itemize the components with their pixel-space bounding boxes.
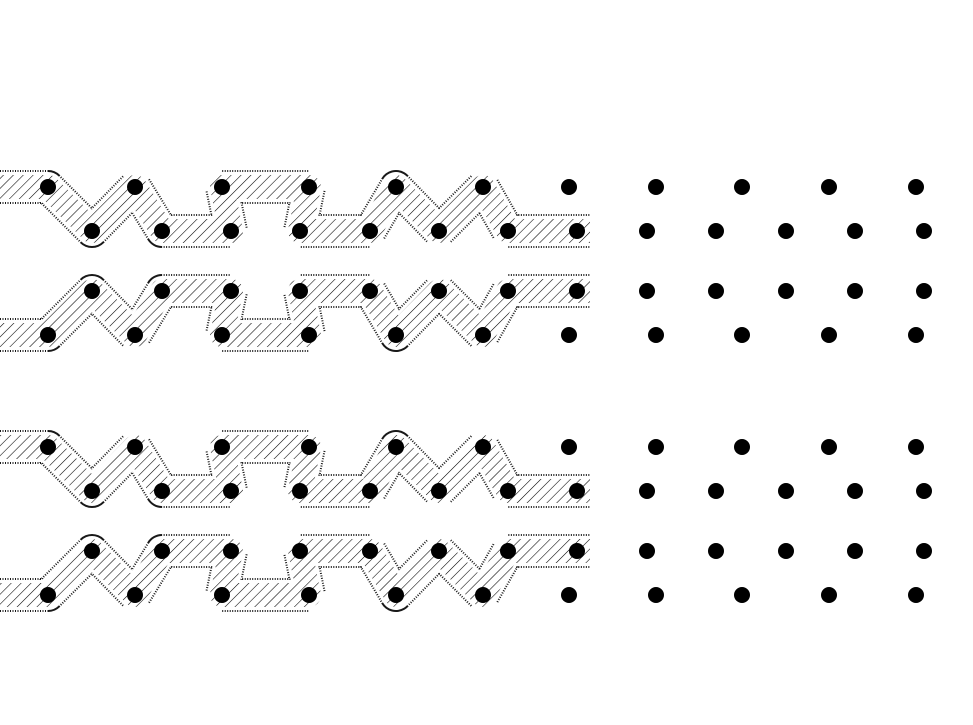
lattice-dot bbox=[734, 179, 750, 195]
lattice-dot bbox=[778, 543, 794, 559]
chain-dot bbox=[388, 439, 404, 455]
chain-dot bbox=[154, 223, 170, 239]
chain-dot bbox=[301, 179, 317, 195]
chain-dot bbox=[40, 439, 56, 455]
chain-dot bbox=[214, 587, 230, 603]
lattice-dot bbox=[847, 483, 863, 499]
chain-dot bbox=[127, 587, 143, 603]
chain-dot bbox=[223, 543, 239, 559]
lattice-dot bbox=[561, 327, 577, 343]
lattice-dot bbox=[734, 439, 750, 455]
lattice-dot bbox=[639, 483, 655, 499]
chain-dot bbox=[127, 439, 143, 455]
chain-dot bbox=[500, 223, 516, 239]
chain-dot bbox=[301, 439, 317, 455]
chain-dot bbox=[292, 283, 308, 299]
chain-dot bbox=[223, 283, 239, 299]
chain-dot bbox=[223, 483, 239, 499]
lattice-dot bbox=[639, 543, 655, 559]
lattice-dot bbox=[908, 439, 924, 455]
chain-dot bbox=[292, 543, 308, 559]
lattice-dot bbox=[847, 223, 863, 239]
chain-dot bbox=[431, 223, 447, 239]
chain-dot bbox=[569, 543, 585, 559]
lattice-dot bbox=[639, 223, 655, 239]
chain-dot bbox=[500, 483, 516, 499]
lattice-dot bbox=[908, 179, 924, 195]
lattice-dot bbox=[561, 587, 577, 603]
chain-dot bbox=[40, 327, 56, 343]
chain-dot bbox=[127, 327, 143, 343]
lattice-dot bbox=[734, 327, 750, 343]
lattice-dot bbox=[821, 587, 837, 603]
chain-dot bbox=[500, 283, 516, 299]
lattice-dot bbox=[847, 283, 863, 299]
chain-dot bbox=[431, 483, 447, 499]
chain-dot bbox=[475, 587, 491, 603]
lattice-dot bbox=[847, 543, 863, 559]
chain-dot bbox=[475, 179, 491, 195]
chain-dot bbox=[214, 439, 230, 455]
chain-dot bbox=[301, 587, 317, 603]
chain-dot bbox=[127, 179, 143, 195]
chain-dot bbox=[388, 587, 404, 603]
chain-dot bbox=[569, 483, 585, 499]
chain-dot bbox=[475, 327, 491, 343]
chain-dot bbox=[362, 483, 378, 499]
chain-dot bbox=[154, 483, 170, 499]
chain-dot bbox=[84, 483, 100, 499]
lattice-dot bbox=[561, 179, 577, 195]
lattice-dot bbox=[708, 223, 724, 239]
lattice-dot bbox=[821, 179, 837, 195]
chain-dot bbox=[431, 283, 447, 299]
lattice-dot bbox=[561, 439, 577, 455]
lattice-dot bbox=[648, 327, 664, 343]
lattice-dot bbox=[708, 283, 724, 299]
lattice-dot bbox=[916, 543, 932, 559]
chain-dot bbox=[84, 543, 100, 559]
chain-dot bbox=[214, 179, 230, 195]
dot-layer bbox=[40, 179, 932, 603]
lattice-dot bbox=[648, 179, 664, 195]
chain-dot bbox=[362, 543, 378, 559]
chain-dot bbox=[362, 283, 378, 299]
chain-dot bbox=[154, 283, 170, 299]
chain-dot bbox=[154, 543, 170, 559]
lattice-dot bbox=[908, 587, 924, 603]
chain-dot bbox=[40, 587, 56, 603]
chain-dot bbox=[223, 223, 239, 239]
lattice-dot bbox=[708, 543, 724, 559]
chain-dot bbox=[388, 327, 404, 343]
lattice-dot bbox=[648, 587, 664, 603]
lattice-dot bbox=[916, 223, 932, 239]
lattice-dot bbox=[648, 439, 664, 455]
lattice-dot bbox=[778, 223, 794, 239]
lattice-dot bbox=[916, 483, 932, 499]
lattice-dot bbox=[916, 283, 932, 299]
chain-dot bbox=[84, 283, 100, 299]
lattice-dot bbox=[821, 327, 837, 343]
chain-dot bbox=[500, 543, 516, 559]
chain-dot bbox=[431, 543, 447, 559]
chain-dot bbox=[388, 179, 404, 195]
lattice-dot bbox=[821, 439, 837, 455]
chain-dot bbox=[292, 483, 308, 499]
lattice-dot bbox=[908, 327, 924, 343]
lattice-dot bbox=[734, 587, 750, 603]
ribbon-layer bbox=[0, 170, 590, 612]
lattice-dot bbox=[778, 283, 794, 299]
chain-dot bbox=[301, 327, 317, 343]
lattice-dot bbox=[708, 483, 724, 499]
chain-dot bbox=[362, 223, 378, 239]
chain-dot bbox=[214, 327, 230, 343]
chain-dot bbox=[84, 223, 100, 239]
chain-dot bbox=[475, 439, 491, 455]
chain-dot bbox=[569, 283, 585, 299]
chain-dot bbox=[569, 223, 585, 239]
chain-dot bbox=[292, 223, 308, 239]
chain-dot bbox=[40, 179, 56, 195]
lattice-dot bbox=[639, 283, 655, 299]
lattice-dot bbox=[778, 483, 794, 499]
